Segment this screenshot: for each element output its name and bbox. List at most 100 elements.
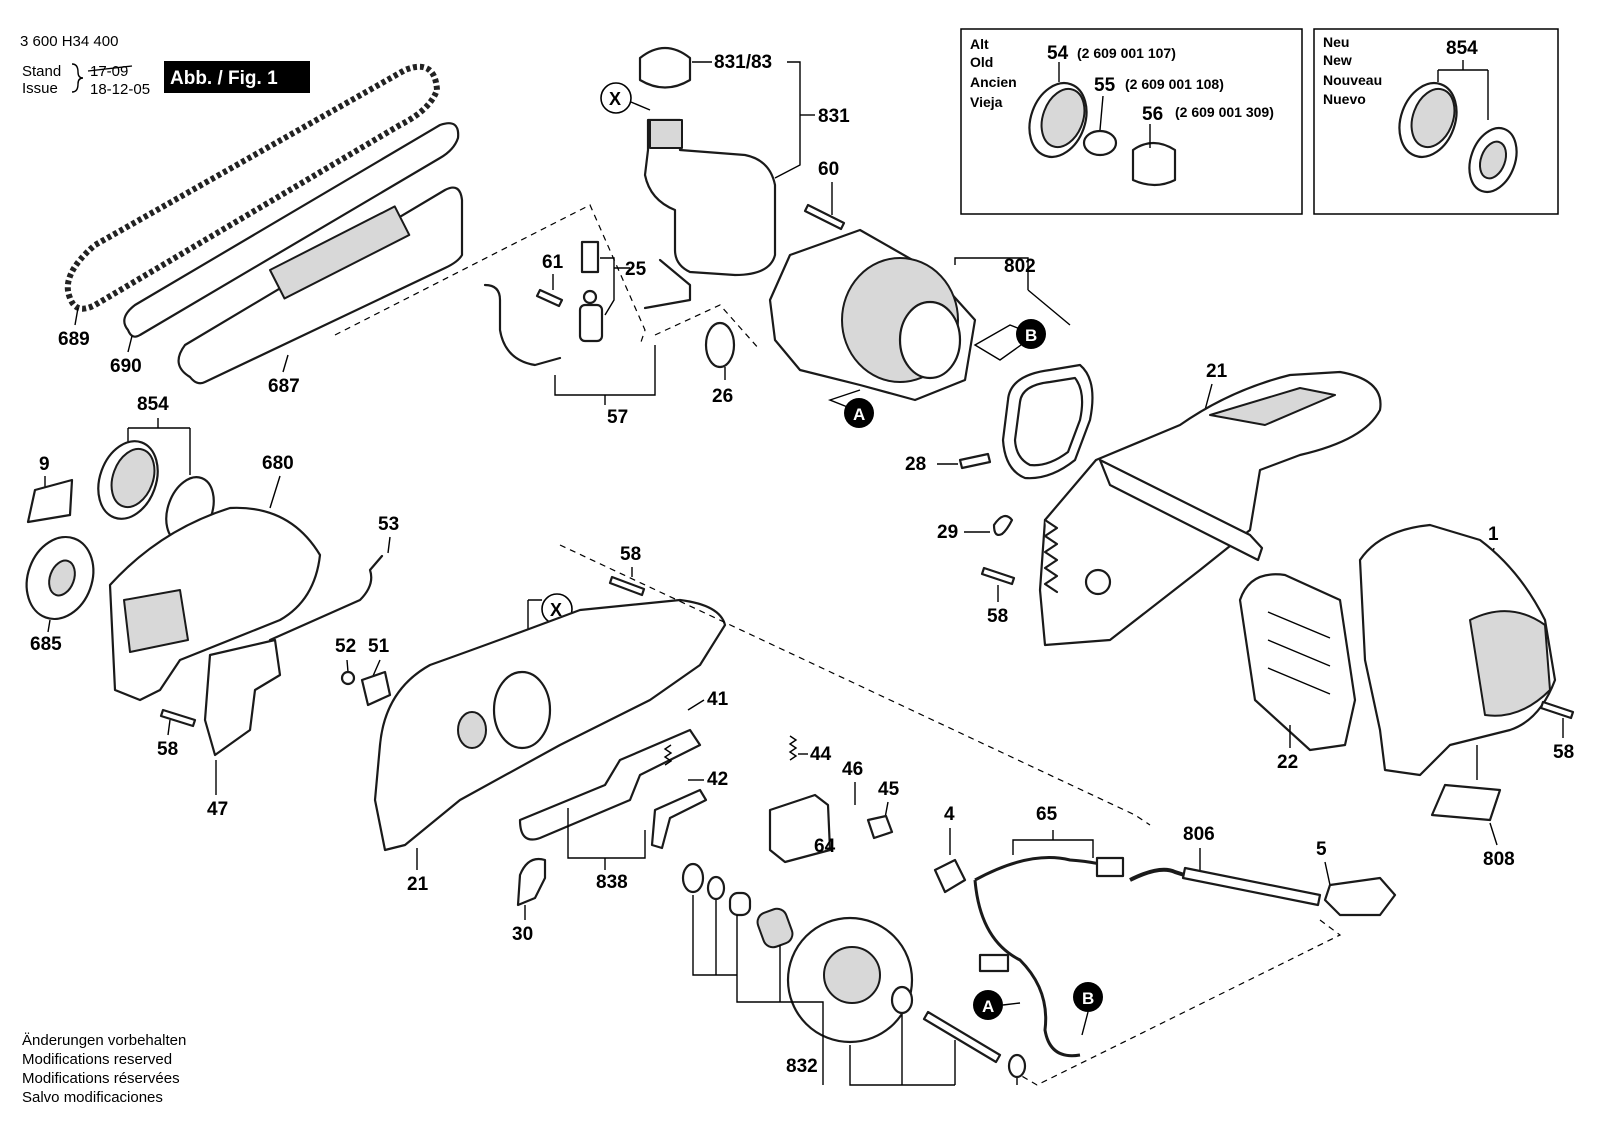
pinion-26-icon (704, 321, 736, 369)
label-28: 28 (905, 454, 926, 475)
leader-65-bracket (1012, 830, 1094, 858)
oil-tank-group: 831/83 831 X (600, 46, 850, 277)
spring-42-icon (663, 744, 673, 766)
leader-x-top (630, 101, 651, 111)
oil-hose-left-icon (483, 283, 562, 367)
label-52: 52 (335, 636, 356, 657)
callout-b-motor-letter: B (1025, 326, 1037, 345)
label-831: 831 (818, 106, 850, 127)
label-65: 65 (1036, 804, 1058, 825)
cable-group: 4 65 A B 806 5 (933, 804, 1397, 1086)
label-689: 689 (58, 329, 90, 350)
washer-55-icon (1082, 129, 1118, 157)
handle-grip-texture (1209, 387, 1336, 426)
sprocket-854-hub (110, 447, 156, 509)
header: 3 600 H34 400 Stand Issue 17-09 18-12-05… (20, 33, 310, 98)
old-label-en: Old (970, 54, 993, 70)
half-shell-sprocket-seat (492, 670, 552, 750)
leader-808 (1489, 822, 1498, 846)
leader-a-harness (1002, 1002, 1021, 1006)
pump-body-icon (578, 303, 604, 343)
side-cover-22-icon (1238, 573, 1357, 752)
label-45: 45 (878, 779, 900, 800)
callout-b-motor (1016, 319, 1046, 349)
half-shell-boss (457, 711, 487, 749)
gear-group: 832 (559, 544, 1151, 1086)
footer-note-en: Modifications reserved (22, 1051, 172, 1068)
bearing-832a-icon (681, 862, 705, 894)
sprocket-cover-680-icon (108, 506, 322, 702)
callout-a-harness-letter: A (982, 997, 994, 1016)
screw-61-icon (535, 288, 564, 308)
motor-cover-badge (1469, 610, 1551, 717)
new-cover-center (1478, 140, 1508, 180)
label-832: 832 (786, 1056, 818, 1077)
label-9-icon (26, 478, 74, 524)
half-shell-21-icon (373, 598, 727, 852)
guide-bar-icon (123, 122, 460, 338)
label-854: 854 (137, 394, 169, 415)
x-callout-top (600, 82, 632, 114)
harness-block-icon (978, 953, 1010, 973)
ring-832g-icon (1007, 1053, 1027, 1079)
cord-grip-806-icon (1129, 867, 1201, 882)
x-callout-top-letter: X (609, 89, 621, 109)
figure-badge (164, 61, 310, 93)
label-21-top: 21 (1206, 361, 1228, 382)
oil-filler-neck (649, 119, 683, 149)
label-26: 26 (712, 386, 733, 407)
screw-58-right-icon (1539, 700, 1575, 720)
oil-cap-icon (638, 46, 692, 89)
clip-56-icon (1131, 141, 1177, 187)
part-54-number: 54 (1047, 43, 1069, 64)
brake-lever-41-icon (518, 728, 702, 841)
oil-tank-icon (643, 118, 777, 277)
motor-dash (654, 304, 761, 351)
oil-pump-group: 61 25 57 (334, 204, 692, 428)
leader-5 (1324, 861, 1331, 886)
saw-chain-icon (64, 63, 441, 312)
label-58-right: 58 (1553, 742, 1574, 763)
strike-line (87, 65, 133, 72)
old-label-es: Vieja (970, 94, 1003, 110)
old-label-fr: Ancien (970, 74, 1017, 90)
leader-52 (346, 659, 349, 673)
nut-51-icon (360, 670, 392, 707)
label-687: 687 (268, 376, 300, 397)
x-callout-mid-letter: X (550, 600, 562, 620)
gear-832-hub (823, 946, 881, 1004)
leader-21-top (1204, 383, 1213, 411)
label-5: 5 (1316, 839, 1327, 860)
old-date: 17-09 (90, 63, 128, 80)
chain-catcher-47-icon (203, 638, 282, 757)
new-label-en: New (1323, 52, 1352, 68)
leader-854 (127, 418, 191, 475)
part-56-number: 56 (1142, 104, 1163, 125)
leader-51 (372, 659, 381, 677)
motor-group: 26 60 802 B A (654, 159, 1071, 428)
doc-number: 3 600 H34 400 (20, 33, 118, 50)
label-57: 57 (607, 407, 628, 428)
handle-housing-group: 21 (1038, 361, 1382, 647)
stand-label: Stand (22, 63, 61, 80)
label-60: 60 (818, 159, 839, 180)
plug-5-icon (1323, 876, 1397, 917)
label-29: 29 (937, 522, 958, 543)
gasket-group: 28 29 58 (905, 363, 1094, 627)
clip-30-icon (516, 857, 547, 907)
label-30: 30 (512, 924, 533, 945)
pump-oring-icon (582, 289, 598, 305)
clip-28-icon (958, 452, 992, 470)
ring-52-icon (340, 670, 356, 686)
power-cord-5-icon (1181, 866, 1322, 907)
label-47: 47 (207, 799, 228, 820)
screw-58-handle-icon (980, 566, 1016, 586)
label-680: 680 (262, 453, 294, 474)
harness-plug-icon (1095, 856, 1125, 878)
leader-41 (687, 699, 705, 711)
bearing-832e-icon (890, 985, 914, 1015)
pump-piston-icon (580, 240, 600, 274)
part-55-code: (2 609 001 108) (1125, 76, 1224, 92)
housing-boss-icon (1084, 568, 1112, 596)
